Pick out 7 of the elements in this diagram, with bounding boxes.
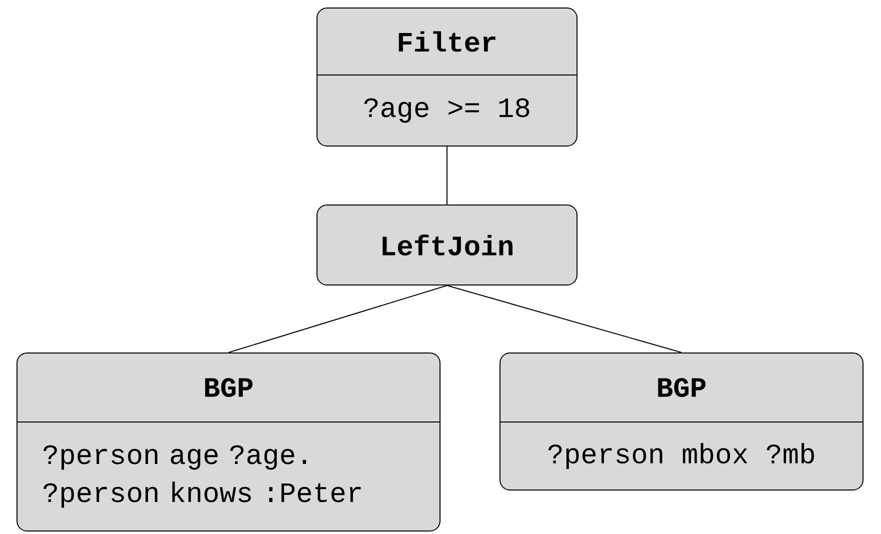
connector-line bbox=[228, 285, 448, 353]
connector-line bbox=[446, 146, 448, 205]
operator-box: Filter ?age >= 18 bbox=[316, 8, 578, 146]
operator-box: LeftJoin bbox=[316, 204, 578, 286]
operator-box: BGP ?person age ?age. ?person knows :Peter bbox=[16, 352, 440, 532]
connector-line bbox=[446, 285, 682, 353]
operator-box: BGP ?person mbox ?mb bbox=[500, 352, 864, 490]
